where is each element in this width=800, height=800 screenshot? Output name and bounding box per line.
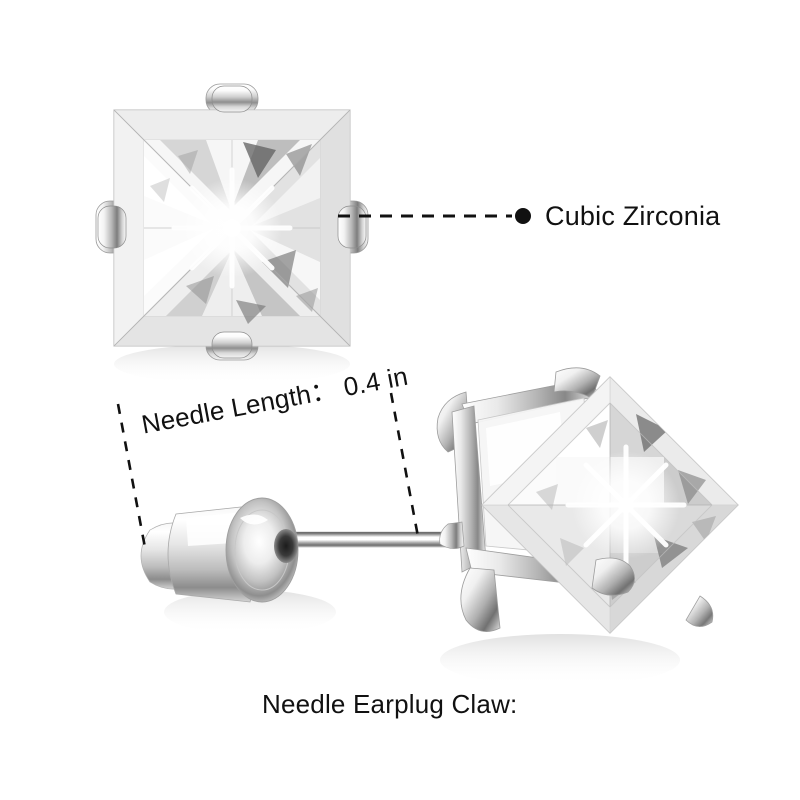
needle-length-guide-left bbox=[116, 403, 148, 554]
needle-earplug-claw-label: Needle Earplug Claw: bbox=[262, 689, 518, 719]
needle-length-guide-right bbox=[389, 392, 421, 543]
annotation-geometry bbox=[116, 208, 531, 554]
cubic-zirconia-label: Cubic Zirconia bbox=[545, 201, 721, 231]
earring-back-clutch bbox=[140, 497, 299, 603]
bottom-gem bbox=[481, 376, 739, 634]
cubic-zirconia-leader-dot bbox=[515, 208, 531, 224]
needle-post bbox=[287, 531, 461, 548]
top-gem-group bbox=[95, 83, 369, 384]
bottom-assembly-group bbox=[140, 367, 739, 686]
